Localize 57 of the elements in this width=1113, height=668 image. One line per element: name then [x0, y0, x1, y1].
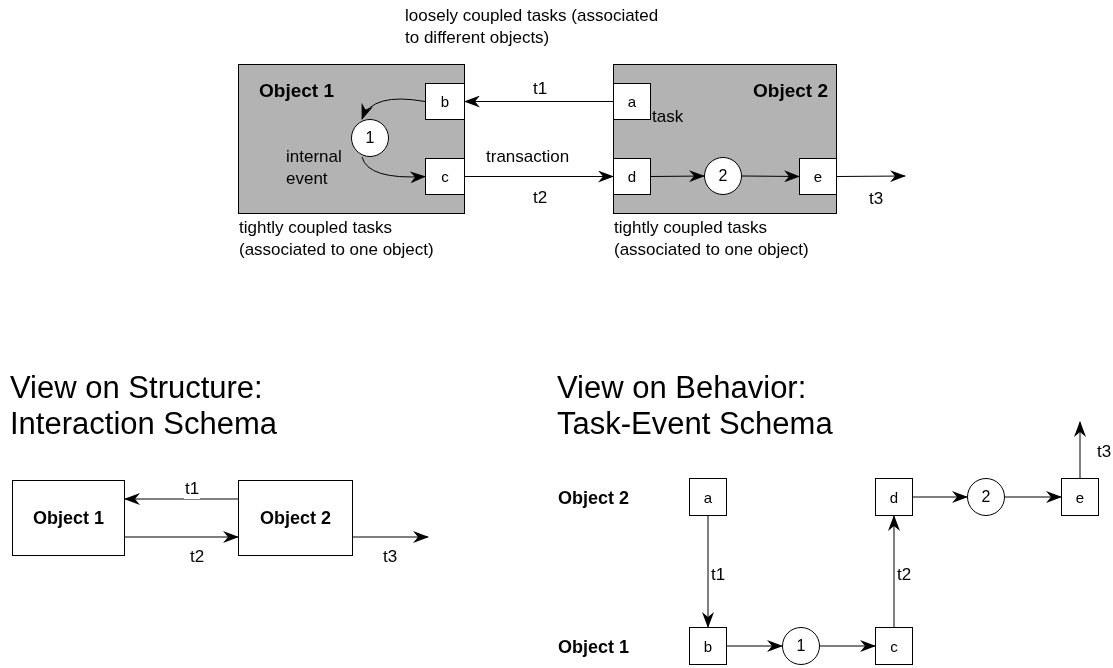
arrow	[464, 170, 614, 183]
task-box	[875, 627, 913, 665]
node-label: b	[440, 94, 450, 109]
node-label: c	[890, 638, 898, 654]
arrow	[1074, 421, 1086, 479]
arrow	[1004, 491, 1062, 503]
task-box	[689, 627, 727, 665]
arrow	[361, 156, 426, 184]
node-label: d	[627, 169, 637, 184]
task-box	[1061, 478, 1099, 516]
task-box	[425, 83, 465, 120]
annotation: tightly coupled tasks (associated to one object)	[614, 217, 810, 261]
arrow	[819, 640, 876, 652]
annotation: internal event	[286, 146, 343, 190]
node-label: a	[627, 94, 637, 109]
arrow	[888, 515, 900, 628]
task-box	[799, 158, 837, 195]
edge-label: t1	[183, 479, 201, 499]
node-label: e	[813, 169, 823, 184]
node-label: a	[703, 489, 713, 505]
node-label: b	[703, 638, 713, 654]
object-box	[238, 480, 353, 556]
object-name: Object 1	[33, 509, 104, 527]
arrow	[650, 170, 705, 183]
arrow	[726, 640, 783, 652]
arrow	[741, 170, 800, 183]
arrow	[702, 515, 714, 628]
arrow	[124, 531, 239, 543]
node-label: e	[1075, 489, 1085, 505]
section-heading: View on Behavior: Task-Event Schema	[557, 370, 834, 442]
node-label: c	[441, 169, 449, 184]
node-label: d	[889, 489, 899, 505]
object-name: Object 2	[753, 81, 828, 100]
section-heading: View on Structure: Interaction Schema	[10, 370, 279, 442]
arrow	[464, 95, 614, 108]
arrow	[124, 493, 239, 505]
task-box	[875, 478, 913, 516]
annotation: tightly coupled tasks (associated to one object)	[239, 217, 435, 261]
arrow	[912, 491, 968, 503]
object-box	[12, 480, 125, 556]
node-label: 1	[796, 638, 806, 654]
annotation: transaction	[486, 147, 570, 167]
task-box	[689, 478, 727, 516]
row-label: Object 2	[558, 487, 630, 510]
arrow	[361, 98, 426, 120]
row-label: Object 1	[558, 636, 630, 659]
arrow	[352, 531, 429, 543]
object-name: Object 1	[259, 81, 334, 100]
arrow	[836, 170, 906, 183]
object-name: Object 2	[260, 509, 331, 527]
annotation: loosely coupled tasks (associated to different objects)	[405, 5, 660, 49]
node-label: 2	[718, 168, 728, 184]
task-box	[425, 158, 465, 195]
node-label: 1	[365, 130, 375, 146]
node-label: 2	[981, 489, 991, 505]
annotation: task	[652, 106, 685, 128]
task-box	[613, 158, 651, 195]
